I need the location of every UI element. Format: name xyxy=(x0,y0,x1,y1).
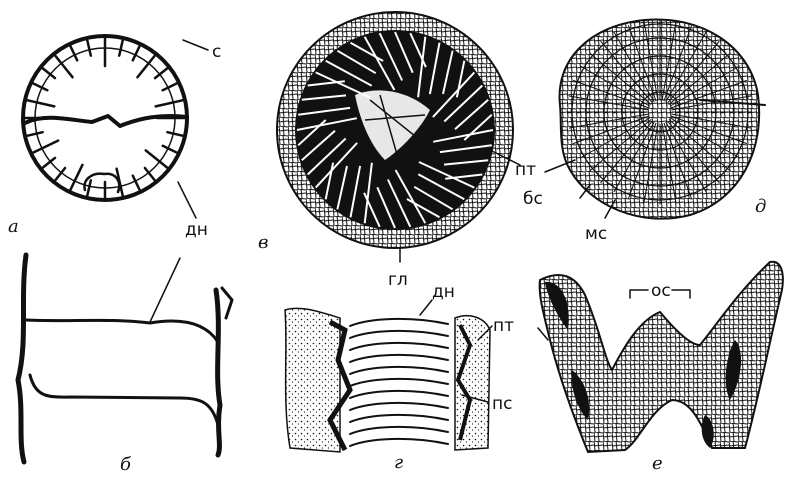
label-d-pt: пт xyxy=(515,160,536,180)
panel-g-tabulae xyxy=(350,319,448,446)
panel-g-drawing xyxy=(285,300,492,452)
label-d-ms: мс xyxy=(585,224,607,244)
letter-e: е xyxy=(652,453,663,474)
label-d-bs: бс xyxy=(523,189,543,209)
letter-g: г xyxy=(394,452,403,473)
label-a-dn: дн xyxy=(185,220,208,240)
letter-b: б xyxy=(120,454,132,475)
label-v-gl: гл xyxy=(388,270,408,290)
panel-v-drawing xyxy=(277,12,520,262)
label-g-pt: пт xyxy=(493,316,514,336)
panel-a-drawing xyxy=(23,36,208,218)
letter-d: д xyxy=(755,196,766,217)
label-a-s: с xyxy=(212,42,221,62)
label-g-dn: дн xyxy=(432,282,455,302)
label-g-ps: пс xyxy=(492,394,512,414)
label-e-os: ос xyxy=(651,281,671,301)
panel-d-drawing xyxy=(545,19,765,218)
letter-v: в xyxy=(258,232,268,253)
panel-b-drawing xyxy=(18,255,232,462)
letter-a: а xyxy=(8,216,19,237)
